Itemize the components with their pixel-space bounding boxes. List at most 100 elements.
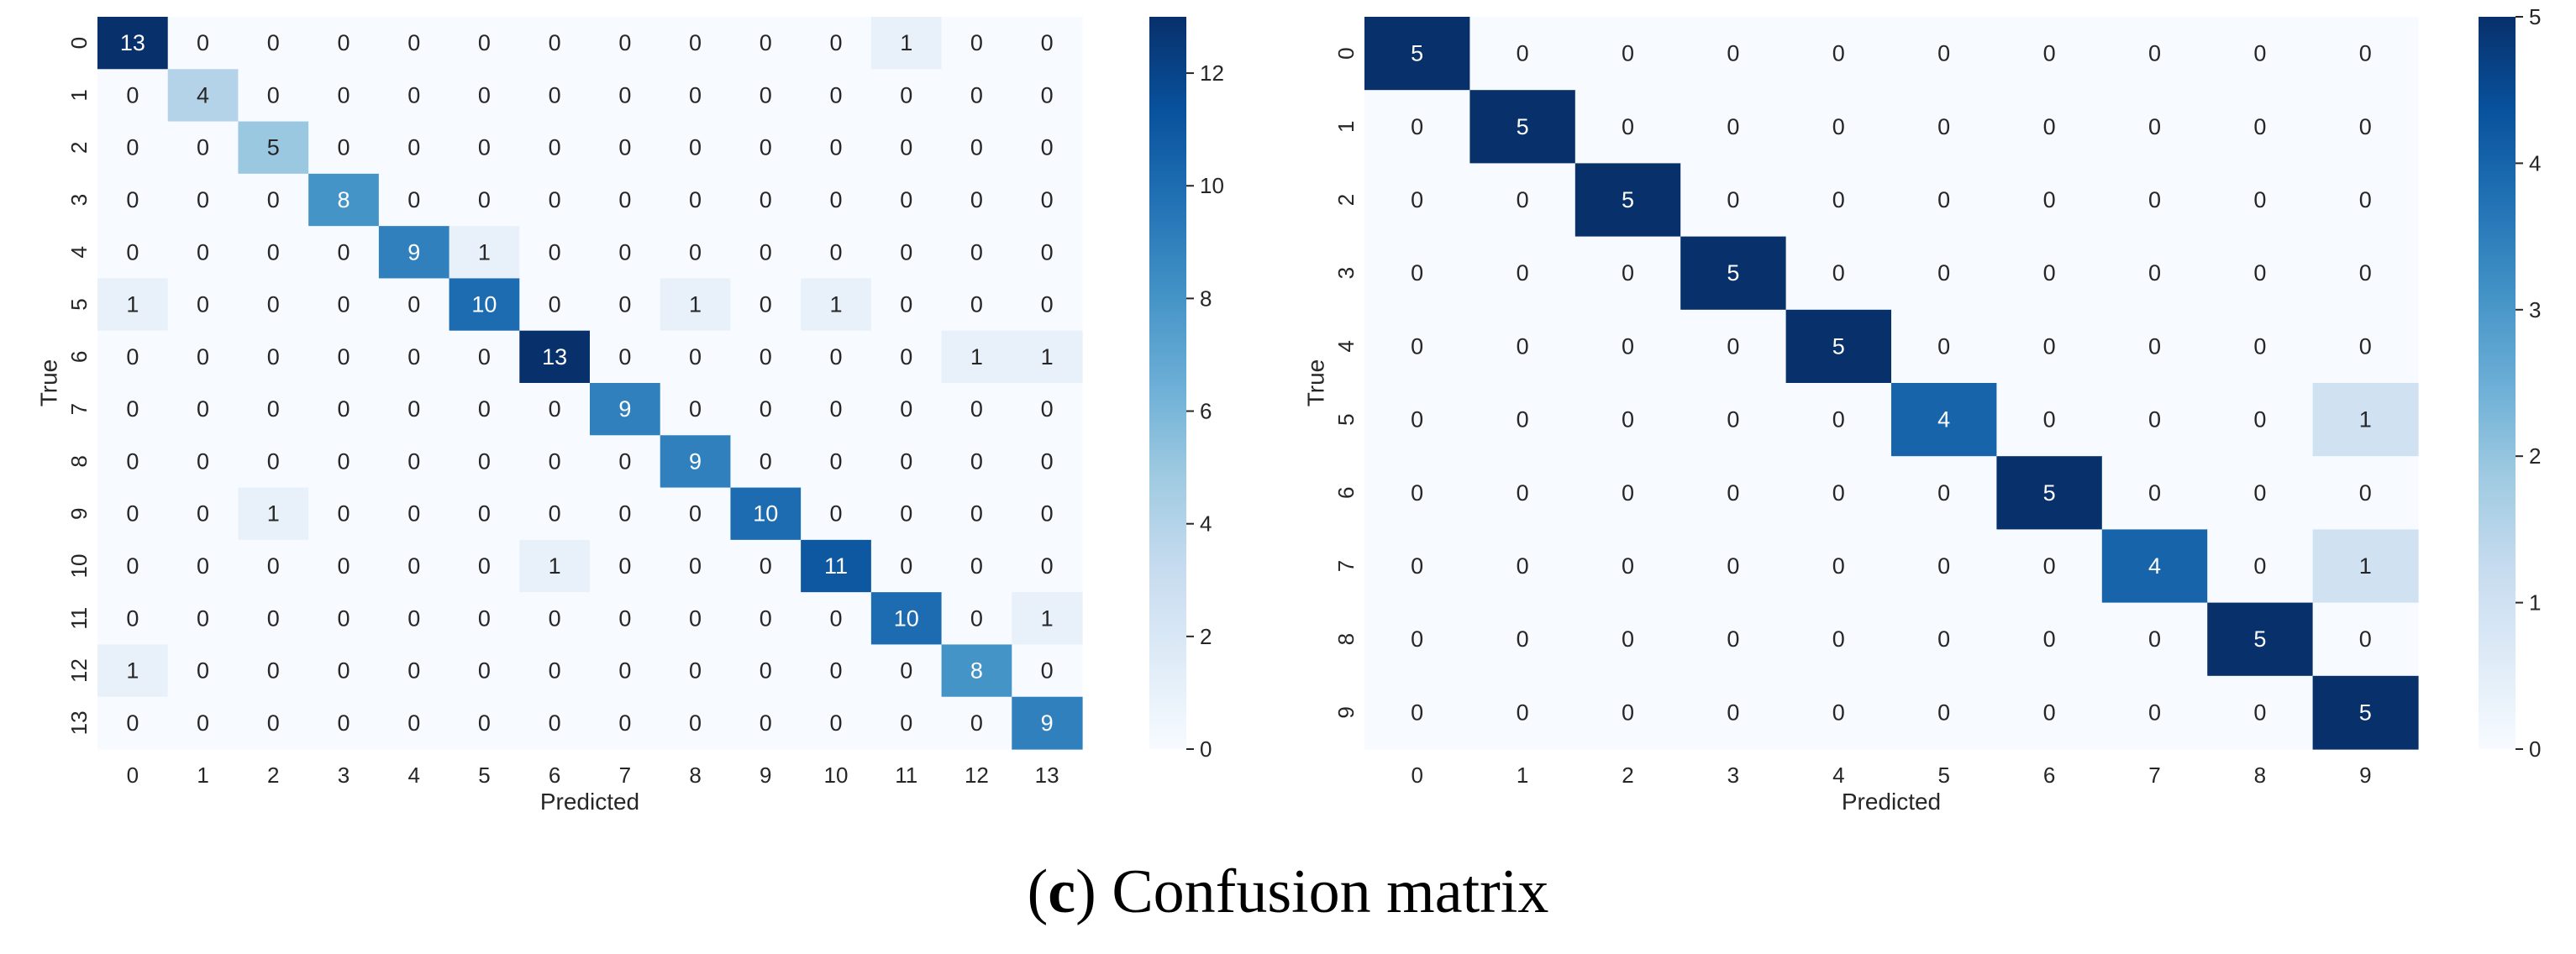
cell-value-label: 1 bbox=[2359, 553, 2372, 579]
heatmap-cell bbox=[97, 487, 169, 541]
cell-value-label: 0 bbox=[829, 187, 842, 212]
heatmap-cell bbox=[590, 69, 661, 123]
cell-value-label: 0 bbox=[337, 135, 350, 160]
colorbar-tick-label: 6 bbox=[1200, 399, 1212, 424]
cell-value-label: 0 bbox=[1622, 700, 1634, 725]
cell-value-label: 0 bbox=[1411, 480, 1423, 506]
cell-value-label: 0 bbox=[2043, 260, 2056, 286]
heatmap-cell bbox=[167, 330, 239, 384]
heatmap-cell bbox=[2312, 309, 2419, 384]
heatmap-cell bbox=[1364, 17, 1470, 91]
cell-value-label: 0 bbox=[2043, 626, 2056, 652]
x-tick-label: 2 bbox=[1622, 763, 1633, 788]
cell-value-label: 0 bbox=[1832, 41, 1845, 66]
cell-value-label: 0 bbox=[337, 239, 350, 265]
x-tick-label: 4 bbox=[1832, 763, 1844, 788]
cell-value-label: 0 bbox=[2148, 407, 2161, 432]
heatmap-cell bbox=[1575, 675, 1681, 750]
cell-value-label: 0 bbox=[900, 448, 912, 474]
cell-value-label: 0 bbox=[197, 396, 209, 422]
heatmap-cell bbox=[378, 330, 450, 384]
cell-value-label: 0 bbox=[829, 82, 842, 107]
colorbar-tick-label: 5 bbox=[2529, 4, 2541, 29]
heatmap-cell bbox=[1785, 675, 1892, 750]
cell-value-label: 0 bbox=[549, 30, 561, 55]
colorbar-tick-label: 2 bbox=[2529, 443, 2541, 469]
cell-value-label: 0 bbox=[337, 501, 350, 527]
cell-value-label: 0 bbox=[1622, 41, 1634, 66]
cell-value-label: 0 bbox=[689, 239, 702, 265]
heatmap-cell bbox=[308, 435, 380, 489]
cell-value-label: 11 bbox=[824, 553, 848, 579]
heatmap-cell bbox=[167, 173, 239, 227]
heatmap-cell bbox=[730, 539, 802, 593]
cell-value-label: 0 bbox=[829, 135, 842, 160]
cell-value-label: 0 bbox=[407, 30, 420, 55]
cell-value-label: 0 bbox=[267, 82, 280, 107]
heatmap-cell bbox=[2312, 602, 2419, 677]
heatmap-cell bbox=[519, 435, 591, 489]
cell-value-label: 0 bbox=[1411, 260, 1423, 286]
cell-value-label: 0 bbox=[829, 396, 842, 422]
cell-value-label: 5 bbox=[267, 135, 280, 160]
heatmap-cell bbox=[378, 644, 450, 698]
cell-value-label: 0 bbox=[126, 605, 139, 631]
heatmap-cell bbox=[167, 487, 239, 541]
heatmap-cell bbox=[167, 383, 239, 436]
heatmap-cell bbox=[378, 592, 450, 646]
heatmap-cell bbox=[801, 487, 872, 541]
y-tick-label: 12 bbox=[66, 658, 92, 683]
heatmap-cell bbox=[97, 121, 169, 175]
cell-value-label: 0 bbox=[126, 187, 139, 212]
heatmap-cell bbox=[378, 696, 450, 750]
cell-value-label: 0 bbox=[689, 344, 702, 370]
heatmap-cell bbox=[2101, 456, 2208, 530]
heatmap-cell bbox=[519, 383, 591, 436]
cell-value-label: 0 bbox=[970, 605, 983, 631]
heatmap-cell bbox=[660, 435, 732, 489]
x-tick-label: 0 bbox=[1411, 763, 1422, 788]
heatmap-cell bbox=[308, 539, 380, 593]
heatmap-cell bbox=[449, 435, 520, 489]
cell-value-label: 0 bbox=[407, 710, 420, 736]
cell-value-label: 0 bbox=[900, 710, 912, 736]
cell-value-label: 0 bbox=[1517, 626, 1529, 652]
heatmap-cell bbox=[590, 330, 661, 384]
cell-value-label: 0 bbox=[1517, 260, 1529, 286]
heatmap-cell bbox=[2207, 309, 2314, 384]
x-tick-label: 3 bbox=[1727, 763, 1739, 788]
cell-value-label: 0 bbox=[900, 553, 912, 579]
heatmap-cell bbox=[2207, 456, 2314, 530]
heatmap-cell bbox=[238, 435, 309, 489]
heatmap-cell bbox=[730, 644, 802, 698]
cell-value-label: 0 bbox=[618, 30, 631, 55]
heatmap-cell bbox=[449, 539, 520, 593]
cell-value-label: 5 bbox=[1411, 41, 1423, 66]
heatmap-cell bbox=[590, 539, 661, 593]
cell-value-label: 1 bbox=[549, 553, 561, 579]
heatmap-cell bbox=[1996, 675, 2103, 750]
heatmap-cell bbox=[519, 121, 591, 175]
heatmap-cell bbox=[378, 435, 450, 489]
heatmap-cell bbox=[801, 383, 872, 436]
cell-value-label: 0 bbox=[407, 396, 420, 422]
cell-value-label: 1 bbox=[478, 239, 491, 265]
cell-value-label: 0 bbox=[1937, 480, 1950, 506]
cell-value-label: 0 bbox=[2148, 626, 2161, 652]
heatmap-cell bbox=[1996, 17, 2103, 91]
cell-value-label: 9 bbox=[618, 396, 631, 422]
cell-value-label: 0 bbox=[900, 501, 912, 527]
cell-value-label: 1 bbox=[2359, 407, 2372, 432]
heatmap-cell bbox=[1891, 90, 1997, 164]
heatmap-cell bbox=[660, 121, 732, 175]
cell-value-label: 0 bbox=[197, 187, 209, 212]
heatmap-cell bbox=[1891, 675, 1997, 750]
cell-value-label: 0 bbox=[407, 658, 420, 684]
x-axis-label: Predicted bbox=[540, 789, 639, 815]
cell-value-label: 0 bbox=[267, 448, 280, 474]
heatmap-cell bbox=[167, 539, 239, 593]
heatmap-cell bbox=[238, 226, 309, 280]
heatmap-cell bbox=[1996, 90, 2103, 164]
heatmap-cell bbox=[870, 539, 943, 593]
heatmap-cell bbox=[308, 644, 380, 698]
